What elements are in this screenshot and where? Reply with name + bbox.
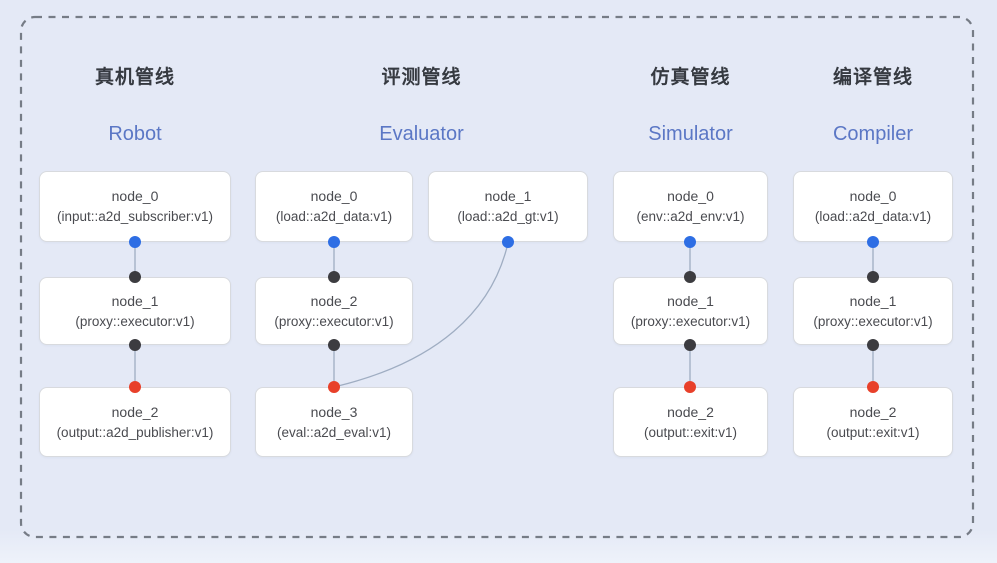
simulator-node-0: node_0 (env::a2d_env:v1) xyxy=(613,171,768,242)
node-type: (load::a2d_gt:v1) xyxy=(457,209,559,224)
compiler-node-2: node_2 (output::exit:v1) xyxy=(793,387,953,457)
pipeline-compiler-title-en: Compiler xyxy=(832,123,914,145)
input-port-dot xyxy=(328,271,340,283)
terminal-input-port-dot xyxy=(684,381,696,393)
node-type: (load::a2d_data:v1) xyxy=(814,209,932,224)
robot-node-1: node_1 (proxy::executor:v1) xyxy=(39,277,231,345)
terminal-input-port-dot xyxy=(867,381,879,393)
robot-node-0: node_0 (input::a2d_subscriber:v1) xyxy=(39,171,231,242)
node-name: node_1 xyxy=(484,188,532,204)
output-port-dot xyxy=(502,236,514,248)
node-type: (proxy::executor:v1) xyxy=(274,313,394,329)
node-name: node_0 xyxy=(310,188,358,204)
terminal-input-port-dot xyxy=(328,381,340,393)
robot-node-2: node_2 (output::a2d_publisher:v1) xyxy=(39,387,231,457)
node-type: (output::exit:v1) xyxy=(826,424,920,440)
node-type: (env::a2d_env:v1) xyxy=(636,209,745,224)
pipeline-simulator-title-en: Simulator xyxy=(648,123,733,145)
node-name: node_2 xyxy=(667,403,714,420)
node-name: node_1 xyxy=(111,292,159,309)
evaluator-node-3: node_3 (eval::a2d_eval:v1) xyxy=(255,387,413,457)
output-port-dot xyxy=(328,339,340,351)
node-type: (eval::a2d_eval:v1) xyxy=(276,424,392,440)
output-port-dot xyxy=(684,236,696,248)
evaluator-node-1: node_1 (load::a2d_gt:v1) xyxy=(428,171,588,242)
pipeline-robot-title-en: Robot xyxy=(108,123,162,145)
output-port-dot xyxy=(867,339,879,351)
node-type: (output::exit:v1) xyxy=(643,424,738,440)
output-port-dot xyxy=(129,236,141,248)
simulator-node-2: node_2 (output::exit:v1) xyxy=(613,387,768,457)
node-name: node_0 xyxy=(667,188,714,204)
evaluator-node-0: node_0 (load::a2d_data:v1) xyxy=(255,171,413,242)
node-type: (input::a2d_subscriber:v1) xyxy=(56,209,214,224)
output-port-dot xyxy=(129,339,141,351)
input-port-dot xyxy=(867,271,879,283)
node-name: node_0 xyxy=(111,188,159,204)
node-name: node_2 xyxy=(310,292,358,309)
pipeline-simulator-title-zh: 仿真管线 xyxy=(650,67,731,88)
pipeline-evaluator-title-en: Evaluator xyxy=(379,123,464,145)
pipeline-compiler-title-zh: 编译管线 xyxy=(832,67,913,88)
node-name: node_2 xyxy=(849,403,897,420)
pipeline-robot-title-zh: 真机管线 xyxy=(94,67,175,88)
evaluator-node-2: node_2 (proxy::executor:v1) xyxy=(255,277,413,345)
simulator-node-1: node_1 (proxy::executor:v1) xyxy=(613,277,768,345)
input-port-dot xyxy=(684,271,696,283)
compiler-node-1: node_1 (proxy::executor:v1) xyxy=(793,277,953,345)
node-type: (load::a2d_data:v1) xyxy=(275,209,393,224)
node-name: node_1 xyxy=(667,292,714,309)
output-port-dot xyxy=(328,236,340,248)
node-type: (proxy::executor:v1) xyxy=(813,313,933,329)
node-type: (proxy::executor:v1) xyxy=(75,313,195,329)
node-name: node_0 xyxy=(849,188,897,204)
node-type: (proxy::executor:v1) xyxy=(630,313,751,329)
dashed-border xyxy=(19,15,975,539)
input-port-dot xyxy=(129,271,141,283)
compiler-node-0: node_0 (load::a2d_data:v1) xyxy=(793,171,953,242)
node-name: node_2 xyxy=(111,403,159,420)
output-port-dot xyxy=(867,236,879,248)
node-type: (output::a2d_publisher:v1) xyxy=(56,424,214,440)
node-name: node_1 xyxy=(849,292,897,309)
node-name: node_3 xyxy=(310,403,358,420)
terminal-input-port-dot xyxy=(129,381,141,393)
edge-evaluator-1-3 xyxy=(337,242,509,387)
pipeline-evaluator-title-zh: 评测管线 xyxy=(381,67,462,88)
output-port-dot xyxy=(684,339,696,351)
